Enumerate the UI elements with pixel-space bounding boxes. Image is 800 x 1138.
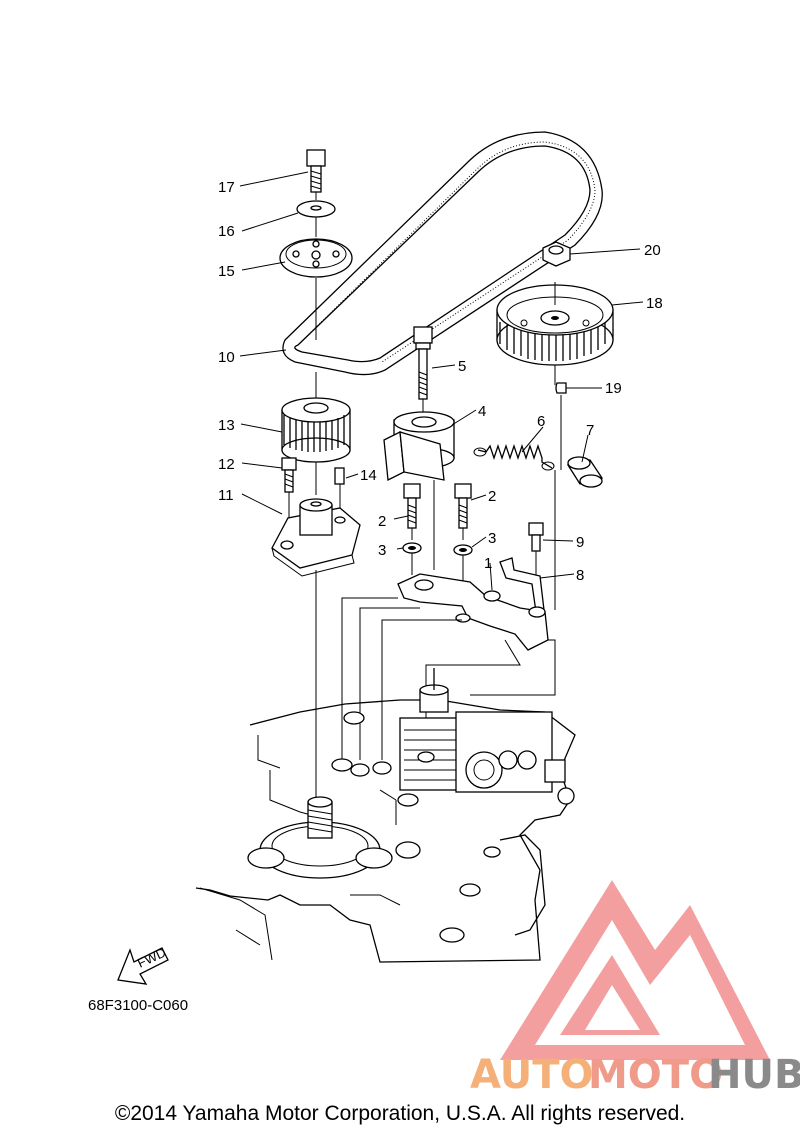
bolt-17 bbox=[306, 149, 326, 200]
callout-10: 10 bbox=[218, 349, 235, 366]
diagram-code: 68F3100-C060 bbox=[88, 997, 188, 1014]
bolt-9 bbox=[528, 522, 544, 575]
callout-6: 6 bbox=[537, 413, 545, 430]
watermark-hub: HUB bbox=[708, 1052, 800, 1098]
leader-lines bbox=[239, 171, 644, 591]
collar-7 bbox=[566, 456, 604, 488]
callout-2-left: 2 bbox=[378, 513, 386, 530]
callout-12: 12 bbox=[218, 456, 235, 473]
callout-11: 11 bbox=[218, 487, 234, 504]
watermark-moto: MOTO bbox=[588, 1052, 723, 1098]
callout-3-right: 3 bbox=[488, 530, 496, 547]
nut-20 bbox=[542, 241, 571, 267]
copyright-notice: ©2014 Yamaha Motor Corporation, U.S.A. A… bbox=[114, 1102, 686, 1125]
washer-3-right bbox=[453, 544, 473, 585]
engine-block bbox=[195, 668, 576, 963]
pulley-13 bbox=[281, 397, 351, 495]
watermark-auto: AUTO bbox=[470, 1052, 594, 1098]
plate-15 bbox=[279, 238, 353, 400]
callout-3-left: 3 bbox=[378, 542, 386, 559]
callout-20: 20 bbox=[644, 242, 661, 259]
gear-18 bbox=[496, 282, 614, 385]
callout-8: 8 bbox=[576, 567, 584, 584]
washer-16 bbox=[296, 200, 336, 237]
tensioner-4 bbox=[383, 411, 455, 570]
callout-7: 7 bbox=[586, 422, 594, 439]
callout-17: 17 bbox=[218, 179, 235, 196]
bolt-12 bbox=[281, 457, 297, 520]
callout-15: 15 bbox=[218, 263, 235, 280]
callout-1: 1 bbox=[484, 555, 492, 572]
washer-3-left bbox=[402, 542, 422, 575]
bolt-2-right bbox=[454, 483, 472, 540]
callout-9: 9 bbox=[576, 534, 584, 551]
callout-4: 4 bbox=[478, 403, 486, 420]
timing-belt bbox=[282, 131, 603, 376]
callout-14: 14 bbox=[360, 467, 377, 484]
arm-1 bbox=[397, 573, 549, 651]
pin-14 bbox=[334, 467, 345, 510]
callout-labels: 17 16 15 10 13 12 11 5 4 6 7 2 2 3 3 1 9… bbox=[218, 179, 663, 584]
callout-2-right: 2 bbox=[488, 488, 496, 505]
assembly-guide-lines bbox=[341, 470, 556, 760]
watermark-text: AUTO MOTO HUB bbox=[470, 1052, 800, 1098]
bolt-5 bbox=[413, 326, 433, 420]
callout-19: 19 bbox=[605, 380, 622, 397]
housing-11 bbox=[271, 498, 361, 800]
callout-18: 18 bbox=[646, 295, 663, 312]
callout-5: 5 bbox=[458, 358, 466, 375]
key-19 bbox=[555, 382, 567, 470]
spring-6 bbox=[473, 443, 555, 471]
bolt-2-left bbox=[403, 483, 421, 540]
callout-16: 16 bbox=[218, 223, 235, 240]
fwd-arrow-icon: FWD bbox=[117, 945, 169, 985]
watermark-logo bbox=[500, 880, 770, 1060]
callout-13: 13 bbox=[218, 417, 235, 434]
